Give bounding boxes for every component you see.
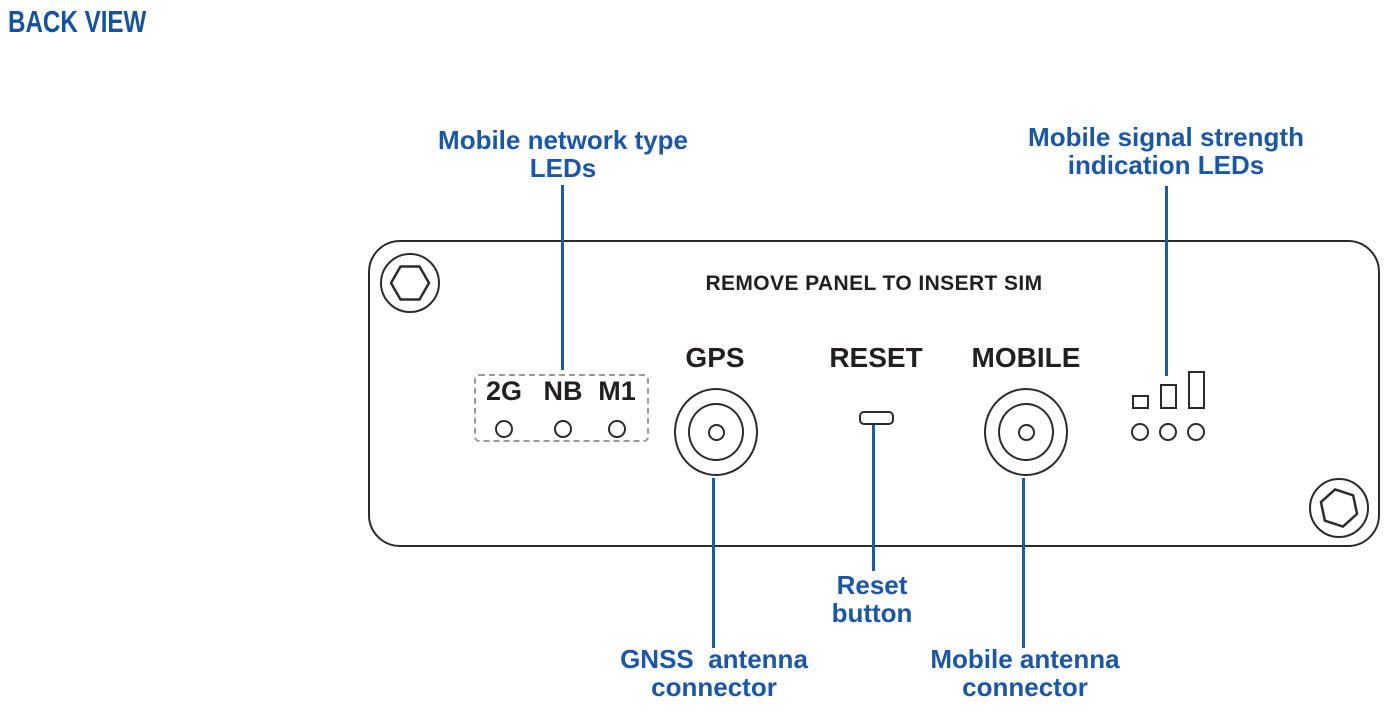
led-nb-icon bbox=[554, 420, 572, 438]
hex-screw-icon bbox=[1309, 478, 1369, 538]
callout-line-mobile-connector bbox=[1022, 478, 1025, 648]
led-m1-icon bbox=[608, 420, 626, 438]
callout-text-line: GNSS antenna bbox=[620, 644, 808, 674]
gnss-antenna-connector-icon bbox=[674, 388, 758, 476]
connector-pin bbox=[707, 423, 725, 441]
led-2g-icon bbox=[495, 420, 513, 438]
callout-network-type-leds: Mobile network type LEDs bbox=[438, 126, 688, 182]
reset-button-icon bbox=[859, 411, 894, 425]
network-type-led-group: 2G NB M1 bbox=[474, 374, 649, 442]
callout-line-reset-button bbox=[872, 425, 875, 571]
callout-gnss-antenna-connector: GNSS antenna connector bbox=[620, 645, 808, 701]
gps-port-label: GPS bbox=[685, 342, 745, 373]
signal-led-icon bbox=[1187, 423, 1205, 441]
hex-screw-icon bbox=[380, 253, 440, 313]
callout-line-network-type bbox=[561, 185, 564, 370]
mobile-antenna-connector-icon bbox=[984, 388, 1068, 476]
signal-led-icon bbox=[1159, 423, 1177, 441]
connector-ring bbox=[998, 403, 1054, 461]
signal-bar-medium-icon bbox=[1160, 384, 1177, 409]
signal-led-icon bbox=[1131, 423, 1149, 441]
callout-text-line: button bbox=[831, 598, 913, 628]
callout-text-line: indication LEDs bbox=[1067, 150, 1265, 180]
signal-bar-high-icon bbox=[1188, 371, 1205, 409]
led-label-2g: 2G bbox=[485, 376, 523, 406]
connector-pin bbox=[1017, 423, 1035, 441]
led-label-m1: M1 bbox=[598, 376, 636, 406]
callout-text-line: Mobile network type bbox=[438, 125, 688, 155]
callout-reset-button: Reset button bbox=[832, 571, 913, 627]
page-title: BACK VIEW bbox=[8, 4, 147, 39]
callout-text-line: Reset bbox=[836, 570, 908, 600]
callout-line-signal-strength bbox=[1165, 186, 1168, 376]
callout-line-gnss-connector bbox=[712, 478, 715, 648]
callout-signal-strength-leds: Mobile signal strength indication LEDs bbox=[1028, 123, 1304, 179]
led-label-nb: NB bbox=[543, 376, 583, 406]
reset-port-label: RESET bbox=[829, 342, 923, 373]
sim-notice-text: REMOVE PANEL TO INSERT SIM bbox=[705, 272, 1043, 295]
callout-text-line: Mobile signal strength bbox=[1028, 122, 1304, 152]
callout-text-line: Mobile antenna bbox=[930, 644, 1120, 674]
callout-mobile-antenna-connector: Mobile antenna connector bbox=[930, 645, 1119, 701]
callout-text-line: connector bbox=[651, 672, 777, 702]
callout-text-line: LEDs bbox=[529, 153, 597, 183]
device-panel: REMOVE PANEL TO INSERT SIM GPS RESET MOB… bbox=[368, 240, 1380, 547]
connector-ring bbox=[688, 403, 744, 461]
mobile-port-label: MOBILE bbox=[971, 342, 1081, 373]
signal-bar-low-icon bbox=[1132, 395, 1149, 409]
callout-text-line: connector bbox=[962, 672, 1088, 702]
